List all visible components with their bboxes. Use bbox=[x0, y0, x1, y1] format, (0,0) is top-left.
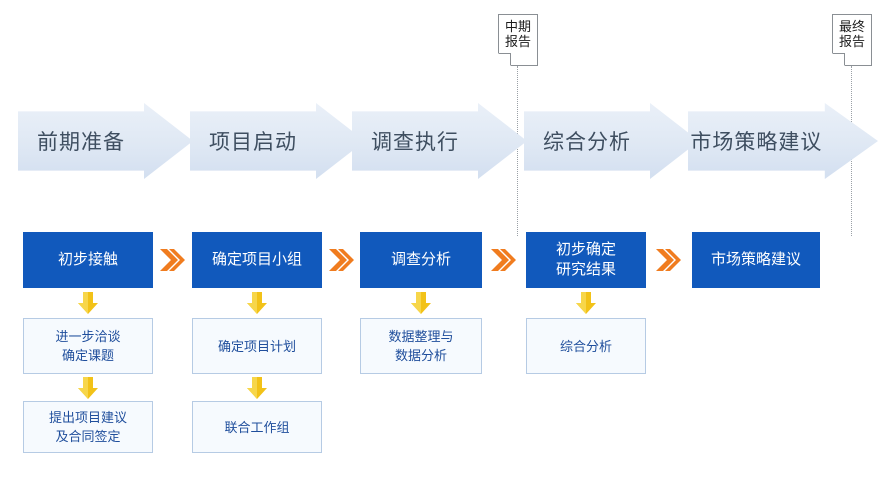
substep-text: 综合分析 bbox=[560, 337, 612, 356]
milestone-line-mid-term bbox=[517, 66, 518, 236]
step-box-4[interactable]: 初步确定 研究结果 bbox=[526, 232, 646, 288]
substep-text: 进一步洽谈 确定课题 bbox=[55, 327, 120, 365]
substep-text: 确定项目计划 bbox=[218, 337, 296, 356]
page-fold-icon bbox=[498, 53, 511, 66]
substep-line-1: 综合分析 bbox=[559, 338, 612, 354]
step-line-1: 调查分析 bbox=[390, 251, 451, 268]
step-box-3[interactable]: 调查分析 bbox=[360, 232, 482, 288]
arrow-down-icon-c1-2 bbox=[77, 377, 99, 399]
phase-banner-4[interactable]: 综合分析 bbox=[524, 103, 699, 179]
substep-line-1: 确定项目计划 bbox=[217, 338, 296, 354]
substep-box-c1-2[interactable]: 提出项目建议 及合同签定 bbox=[23, 401, 153, 453]
step-line-1: 初步接触 bbox=[57, 251, 118, 268]
document-icon: 中期 报告 bbox=[498, 14, 538, 66]
substep-line-2: 及合同签定 bbox=[55, 429, 121, 444]
substep-box-c3-1[interactable]: 数据整理与 数据分析 bbox=[360, 318, 482, 374]
chevron-right-icon-3 bbox=[490, 248, 516, 272]
step-box-1[interactable]: 初步接触 bbox=[23, 232, 153, 288]
substep-box-c4-1[interactable]: 综合分析 bbox=[526, 318, 646, 374]
step-line-1: 初步确定 bbox=[555, 241, 616, 258]
phase-banner-label: 前期准备 bbox=[37, 131, 125, 154]
phase-banner-label: 调查执行 bbox=[371, 131, 459, 154]
phase-banner-label: 综合分析 bbox=[543, 131, 631, 154]
step-line-2: 研究结果 bbox=[555, 261, 616, 278]
phase-banner-label: 项目启动 bbox=[209, 131, 297, 154]
chevron-right-icon-4 bbox=[655, 248, 681, 272]
arrow-down-icon-c2-2 bbox=[246, 377, 268, 399]
document-icon: 最终 报告 bbox=[832, 14, 872, 66]
milestone-marker-mid-term[interactable]: 中期 报告 bbox=[498, 14, 538, 66]
substep-line-2: 数据分析 bbox=[394, 348, 447, 363]
arrow-down-icon-c2-1 bbox=[246, 292, 268, 314]
substep-box-c2-1[interactable]: 确定项目计划 bbox=[192, 318, 322, 374]
substep-box-c1-1[interactable]: 进一步洽谈 确定课题 bbox=[23, 318, 153, 374]
page-fold-icon bbox=[832, 53, 845, 66]
step-box-text: 确定项目小组 bbox=[212, 250, 302, 270]
step-box-text: 调查分析 bbox=[391, 250, 451, 270]
phase-banner-3[interactable]: 调查执行 bbox=[352, 103, 527, 179]
substep-text: 提出项目建议 及合同签定 bbox=[49, 408, 127, 446]
step-box-2[interactable]: 确定项目小组 bbox=[192, 232, 322, 288]
arrow-down-icon-c1-1 bbox=[77, 292, 99, 314]
chevron-right-icon-2 bbox=[328, 248, 354, 272]
phase-banner-1[interactable]: 前期准备 bbox=[18, 103, 193, 179]
arrow-down-icon-c4-1 bbox=[575, 292, 597, 314]
substep-line-2: 确定课题 bbox=[61, 348, 114, 363]
substep-line-1: 进一步洽谈 bbox=[55, 329, 121, 344]
milestone-label-line1: 最终 bbox=[838, 19, 865, 34]
phase-banner-5[interactable]: 市场策略建议 bbox=[688, 103, 878, 179]
chevron-right-icon-1 bbox=[159, 248, 185, 272]
milestone-label-line1: 中期 bbox=[504, 19, 531, 34]
milestone-label-mid-term: 中期 报告 bbox=[499, 19, 537, 49]
phase-banner-2[interactable]: 项目启动 bbox=[190, 103, 365, 179]
step-line-1: 确定项目小组 bbox=[211, 251, 302, 268]
step-box-text: 初步确定 研究结果 bbox=[556, 240, 616, 280]
step-box-text: 市场策略建议 bbox=[711, 250, 801, 270]
substep-line-1: 提出项目建议 bbox=[48, 410, 127, 425]
substep-line-1: 数据整理与 bbox=[388, 329, 454, 344]
arrow-down-icon-c3-1 bbox=[410, 292, 432, 314]
milestone-marker-final[interactable]: 最终 报告 bbox=[832, 14, 872, 66]
substep-text: 数据整理与 数据分析 bbox=[388, 327, 453, 365]
substep-box-c2-2[interactable]: 联合工作组 bbox=[192, 401, 322, 453]
step-box-5[interactable]: 市场策略建议 bbox=[692, 232, 820, 288]
substep-line-1: 联合工作组 bbox=[224, 419, 290, 435]
step-line-1: 市场策略建议 bbox=[710, 251, 801, 268]
milestone-label-line2: 报告 bbox=[504, 34, 531, 49]
substep-text: 联合工作组 bbox=[224, 418, 289, 437]
milestone-label-final: 最终 报告 bbox=[833, 19, 871, 49]
phase-banner-label: 市场策略建议 bbox=[690, 131, 823, 154]
milestone-label-line2: 报告 bbox=[838, 34, 865, 49]
step-box-text: 初步接触 bbox=[58, 250, 118, 270]
